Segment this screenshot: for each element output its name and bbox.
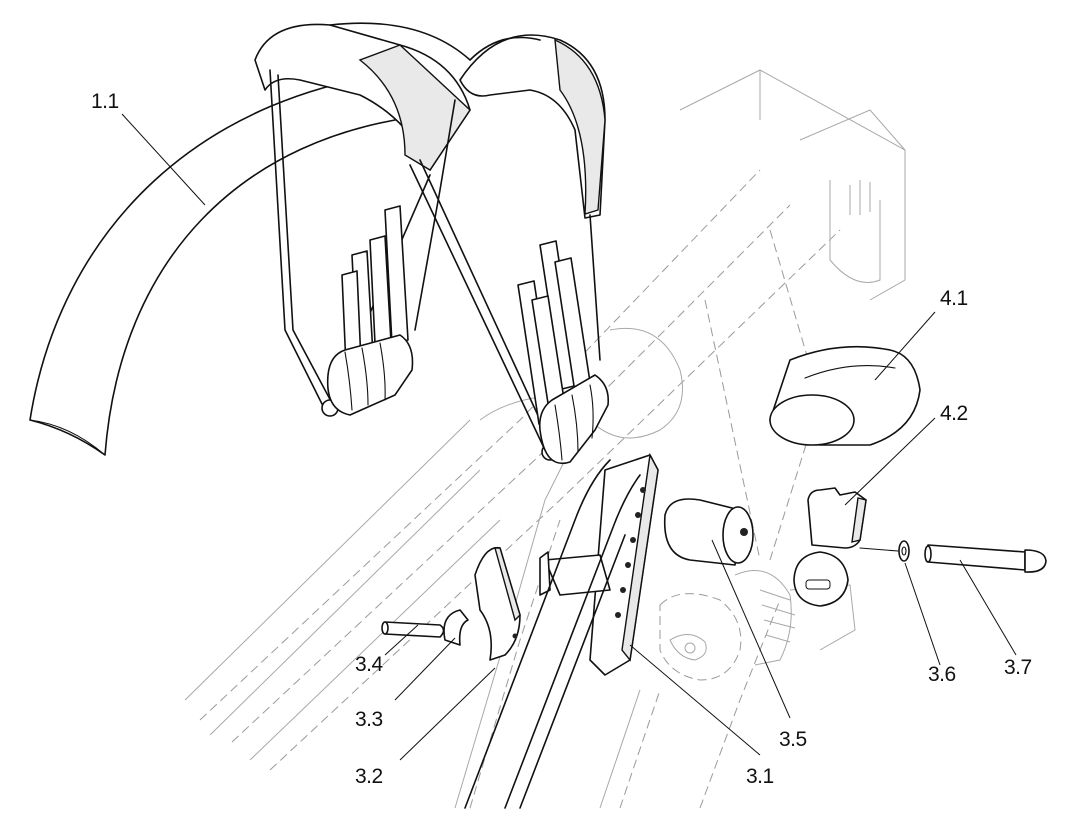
part-3-3-hook bbox=[443, 609, 469, 646]
leader-3-6 bbox=[904, 562, 941, 666]
callout-1-1: 1.1 bbox=[91, 90, 119, 113]
callout-labels: 1.1 4.1 4.2 3.4 3.3 3.2 3.1 3.5 3.6 3.7 bbox=[91, 90, 1032, 788]
part-4-1-sleeve bbox=[769, 345, 921, 446]
leader-4-1 bbox=[874, 311, 936, 381]
part-3-2-half-clamp bbox=[474, 546, 521, 661]
leader-3-1 bbox=[629, 644, 761, 756]
part-4-2-bracket bbox=[793, 487, 867, 607]
part-3-4-pin bbox=[381, 621, 445, 638]
strips-left bbox=[326, 205, 414, 416]
callout-4-2: 4.2 bbox=[940, 402, 968, 425]
callout-3-1: 3.1 bbox=[746, 765, 774, 788]
leader-3-2 bbox=[399, 667, 496, 761]
callout-3-4: 3.4 bbox=[355, 653, 384, 676]
callout-3-6: 3.6 bbox=[928, 663, 956, 686]
part-3-1-clamp-body bbox=[464, 452, 659, 809]
leader-3-3 bbox=[394, 637, 456, 701]
callout-4-1: 4.1 bbox=[940, 287, 968, 310]
leader-3-5 bbox=[711, 539, 791, 719]
leader-1-1 bbox=[121, 113, 206, 206]
callout-3-3: 3.3 bbox=[355, 708, 383, 731]
leader-3-4 bbox=[384, 624, 419, 656]
callout-3-5: 3.5 bbox=[779, 728, 807, 751]
leader-4-2 bbox=[844, 417, 936, 506]
leader-3-7 bbox=[959, 559, 1017, 656]
leader-lines bbox=[121, 113, 1017, 761]
callout-3-2: 3.2 bbox=[355, 765, 383, 788]
part-3-6-washer bbox=[898, 540, 910, 562]
strips-right bbox=[517, 240, 610, 465]
part-3-5-roller bbox=[663, 498, 754, 566]
callout-3-7: 3.7 bbox=[1004, 656, 1032, 679]
part-3-7-bolt bbox=[859, 544, 1047, 573]
